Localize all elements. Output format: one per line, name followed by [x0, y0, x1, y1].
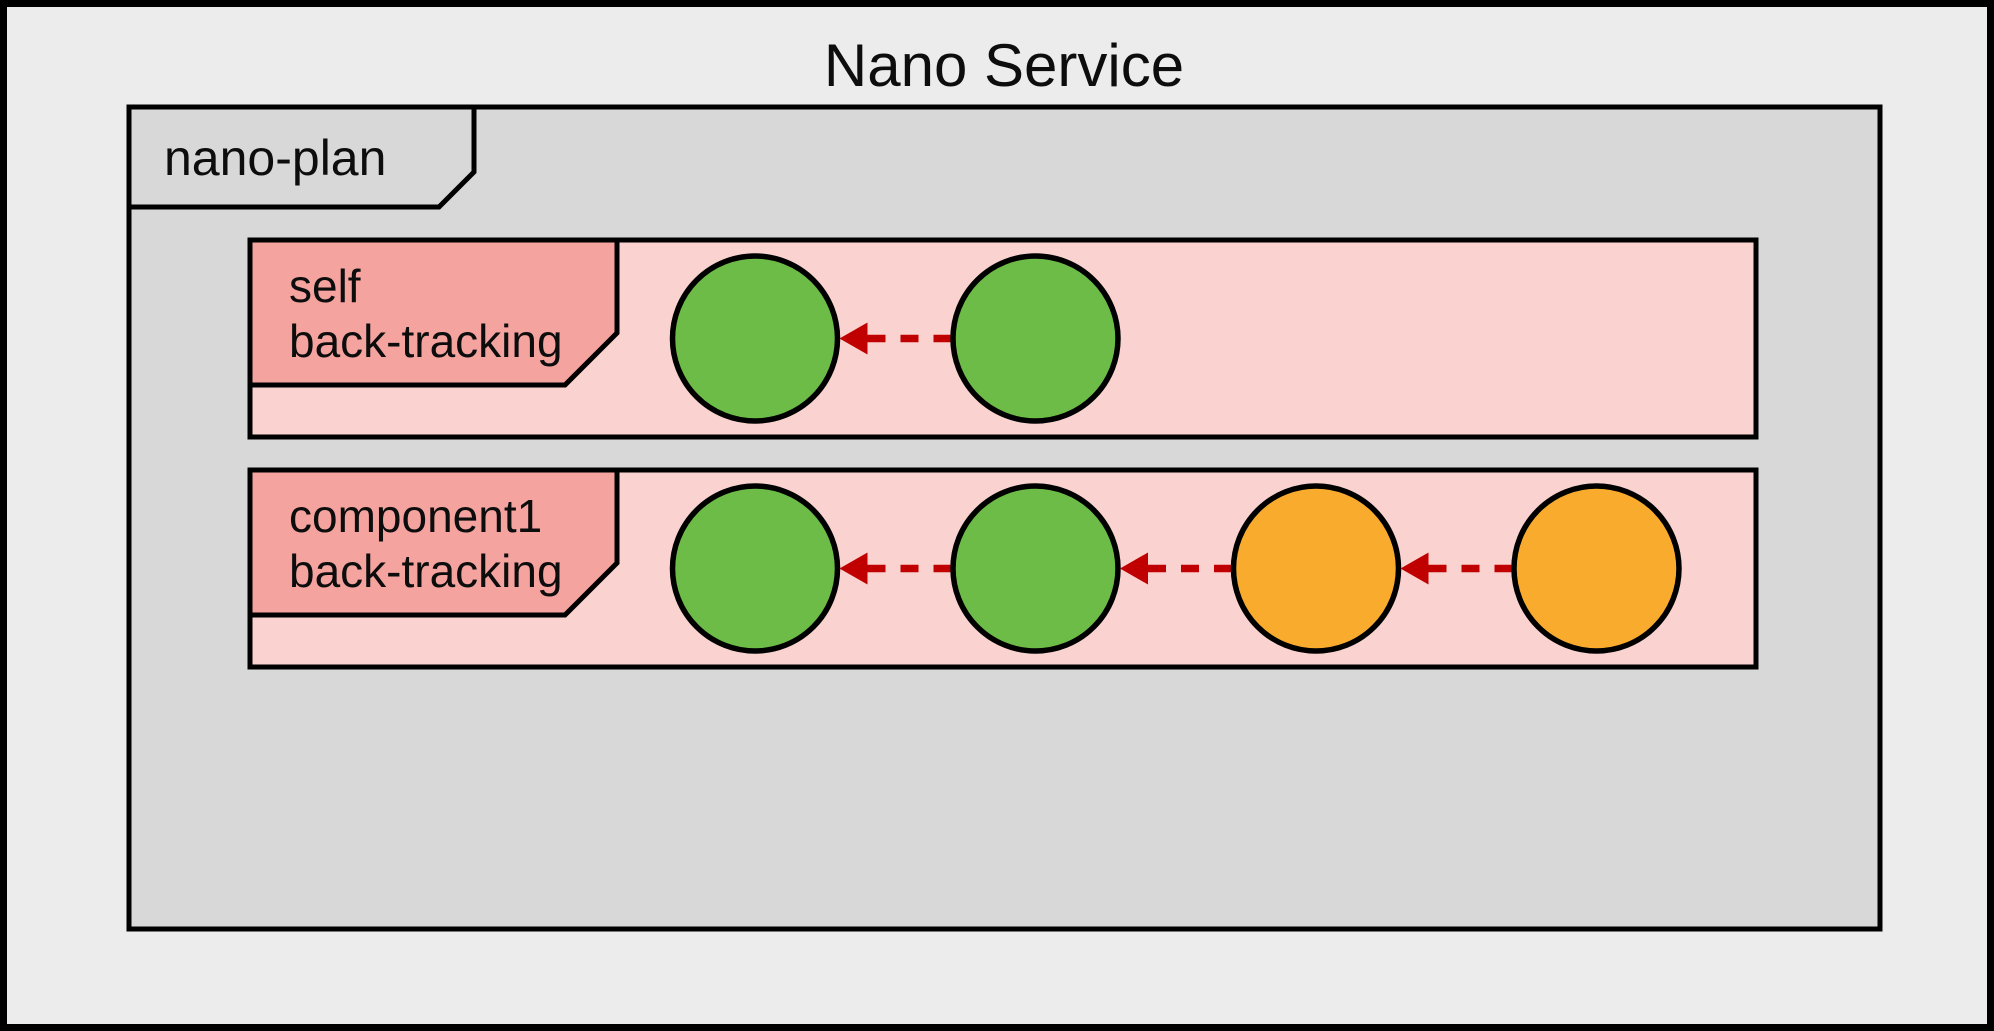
- diagram-title: Nano Service: [824, 32, 1184, 99]
- diagram-svg: Nano Service nano-plan self back-trackin…: [7, 7, 1987, 1024]
- state-node-green: [950, 483, 1121, 654]
- nano-plan-label-tab: [126, 104, 477, 210]
- lane-self-label-line1: self: [289, 260, 361, 312]
- lane-component1-label-tab: [247, 467, 620, 618]
- lane-component1-label-line1: component1: [289, 490, 542, 542]
- back-arrow-head: [839, 322, 868, 355]
- nodes-layer: [669, 253, 1682, 654]
- back-arrow-head: [839, 552, 868, 585]
- state-node-green: [669, 253, 841, 424]
- state-node-green: [950, 253, 1121, 424]
- back-arrow-head: [1400, 552, 1429, 585]
- lane-component1-label-line2: back-tracking: [289, 545, 563, 597]
- state-node-green: [669, 483, 841, 654]
- state-node-orange: [1230, 483, 1402, 654]
- back-arrow-head: [1120, 552, 1148, 585]
- nano-plan-label: nano-plan: [164, 130, 386, 186]
- lane-self-label-line2: back-tracking: [289, 315, 563, 367]
- lane-self-label-tab: [247, 237, 620, 388]
- state-node-orange: [1511, 483, 1682, 654]
